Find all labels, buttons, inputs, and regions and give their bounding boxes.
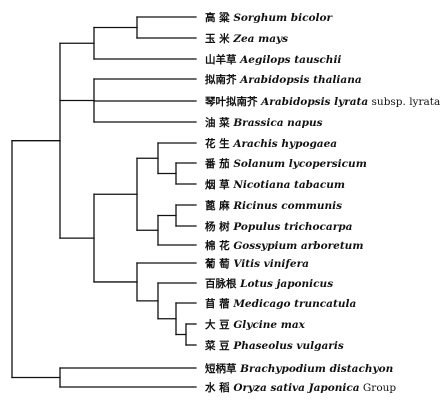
leaf-phaseolus-chinese-name: 菜 豆 <box>204 339 233 352</box>
leaf-arab-thal: 拟南芥 Arabidopsis thaliana <box>205 73 362 86</box>
leaf-phaseolus-scientific-name: Phaseolus vulgaris <box>232 340 344 352</box>
tree-branches <box>11 16 197 388</box>
leaf-brachypodium-scientific-name: Brachypodium distachyon <box>239 363 393 375</box>
leaf-gossypium: 棉 花 Gossypium arboretum <box>205 239 363 252</box>
leaf-brachypodium: 短柄草 Brachypodium distachyon <box>205 362 393 375</box>
leaf-oryza-suffix: Group <box>360 382 397 394</box>
leaf-medicago-scientific-name: Medicago truncatula <box>232 298 356 310</box>
leaf-nicotiana-scientific-name: Nicotiana tabacum <box>232 179 345 191</box>
leaf-solanum-chinese-name: 番 茄 <box>204 157 233 170</box>
leaf-zea-scientific-name: Zea mays <box>232 33 288 45</box>
leaf-lotus: 百脉根 Lotus japonicus <box>205 277 333 290</box>
leaf-phaseolus: 菜 豆 Phaseolus vulgaris <box>204 339 344 352</box>
leaf-vitis-chinese-name: 葡 萄 <box>204 257 233 270</box>
leaf-vitis-scientific-name: Vitis vinifera <box>233 258 309 270</box>
leaf-ricinus-scientific-name: Ricinus communis <box>232 200 342 212</box>
leaf-arachis-chinese-name: 花 生 <box>205 137 233 150</box>
leaf-arab-thal-chinese-name: 拟南芥 <box>205 73 240 86</box>
leaf-brachypodium-chinese-name: 短柄草 <box>205 362 240 375</box>
leaf-aegilops: 山羊草 Aegilops tauschii <box>205 53 341 66</box>
leaf-brassica-scientific-name: Brassica napus <box>232 117 322 129</box>
leaf-brassica-chinese-name: 油 菜 <box>205 116 233 129</box>
leaf-zea: 玉 米 Zea mays <box>205 32 288 45</box>
leaf-solanum-scientific-name: Solanum lycopersicum <box>233 158 367 170</box>
leaf-arab-thal-scientific-name: Arabidopsis thaliana <box>239 74 362 86</box>
leaf-glycine: 大 豆 Glycine max <box>205 318 306 331</box>
leaf-nicotiana-chinese-name: 烟 草 <box>205 178 233 191</box>
leaf-aegilops-scientific-name: Aegilops tauschii <box>239 54 341 66</box>
leaf-aegilops-chinese-name: 山羊草 <box>205 53 240 66</box>
leaf-lotus-chinese-name: 百脉根 <box>205 277 240 290</box>
leaf-glycine-chinese-name: 大 豆 <box>205 318 233 331</box>
leaf-sorghum: 高 粱 Sorghum bicolor <box>205 11 334 24</box>
leaf-oryza-scientific-name: Oryza sativa Japonica <box>233 382 359 394</box>
leaf-populus-scientific-name: Populus trichocarpa <box>232 221 352 233</box>
leaf-gossypium-chinese-name: 棉 花 <box>205 239 233 252</box>
leaf-sorghum-scientific-name: Sorghum bicolor <box>233 12 333 24</box>
leaf-arab-lyr: 琴叶拟南芥 Arabidopsis lyrata subsp. lyrata <box>204 95 440 108</box>
leaf-lotus-scientific-name: Lotus japonicus <box>239 278 333 290</box>
leaf-glycine-scientific-name: Glycine max <box>233 319 305 331</box>
leaf-zea-chinese-name: 玉 米 <box>205 32 233 45</box>
leaf-arab-lyr-suffix: subsp. lyrata <box>368 96 440 108</box>
leaf-populus-chinese-name: 杨 树 <box>205 220 233 233</box>
leaf-medicago: 苜 蓿 Medicago truncatula <box>205 297 356 310</box>
leaf-medicago-chinese-name: 苜 蓿 <box>205 297 233 310</box>
leaf-brassica: 油 菜 Brassica napus <box>205 116 323 129</box>
leaf-oryza-chinese-name: 水 稻 <box>204 381 233 394</box>
leaf-ricinus: 蓖 麻 Ricinus communis <box>205 199 342 212</box>
leaf-arachis: 花 生 Arachis hypogaea <box>205 137 337 150</box>
leaf-populus: 杨 树 Populus trichocarpa <box>205 220 353 233</box>
leaf-nicotiana: 烟 草 Nicotiana tabacum <box>205 178 345 191</box>
leaf-solanum: 番 茄 Solanum lycopersicum <box>204 157 367 170</box>
leaf-arachis-scientific-name: Arachis hypogaea <box>232 138 337 150</box>
leaf-arab-lyr-chinese-name: 琴叶拟南芥 <box>204 95 261 108</box>
leaf-oryza: 水 稻 Oryza sativa Japonica Group <box>204 381 396 394</box>
leaf-ricinus-chinese-name: 蓖 麻 <box>205 199 233 212</box>
leaf-arab-lyr-scientific-name: Arabidopsis lyrata <box>260 96 368 108</box>
leaf-vitis: 葡 萄 Vitis vinifera <box>204 257 309 270</box>
leaf-gossypium-scientific-name: Gossypium arboretum <box>233 240 363 252</box>
leaf-sorghum-chinese-name: 高 粱 <box>205 11 233 24</box>
